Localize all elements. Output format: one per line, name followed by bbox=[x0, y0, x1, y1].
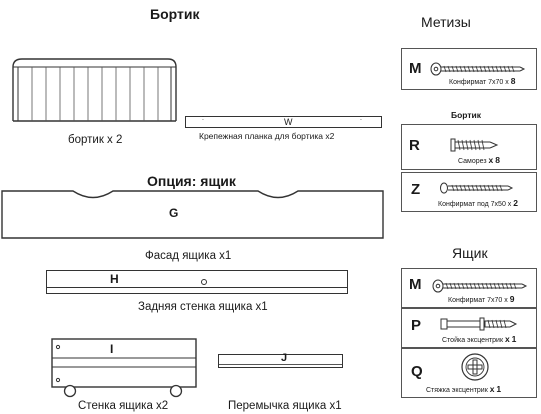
back-letter: H bbox=[110, 272, 119, 286]
hardware-name: Саморез bbox=[458, 158, 487, 165]
hardware-card-m-bortik: M Конфирмат 7х70 х 8 bbox=[401, 48, 537, 90]
side-wall-drawing bbox=[51, 338, 197, 398]
hardware-qty: 9 bbox=[509, 294, 515, 304]
hardware-card-p: P Стойка эксцентрик х 1 bbox=[401, 308, 537, 348]
hardware-qty-prefix: х bbox=[489, 384, 495, 394]
eccentric-post-icon bbox=[440, 317, 518, 331]
hardware-card-z: Z Конфирмат под 7х50 х 2 bbox=[401, 172, 537, 212]
option-heading: Опция: ящик bbox=[147, 173, 236, 189]
confirmat-screw-icon bbox=[432, 279, 528, 293]
eccentric-cam-icon bbox=[461, 353, 489, 381]
plank-caption: Крепежная планка для бортика x2 bbox=[199, 131, 335, 141]
yashchik-heading: Ящик bbox=[452, 245, 488, 261]
back-wall-h: H bbox=[46, 270, 348, 294]
hardware-name: Конфирмат 7х70 х bbox=[448, 297, 508, 304]
confirmat-screw-icon bbox=[430, 62, 526, 76]
facade-letter: G bbox=[169, 206, 179, 220]
hardware-letter: Q bbox=[411, 363, 423, 380]
hardware-qty: 1 bbox=[496, 384, 502, 394]
hardware-name: Стойка эксцентрик bbox=[442, 337, 504, 344]
screw-icon bbox=[450, 138, 499, 152]
hardware-qty: 8 bbox=[495, 155, 500, 165]
back-caption: Задняя стенка ящика x1 bbox=[138, 301, 268, 313]
hardware-card-r: R Саморез х 8 bbox=[401, 124, 537, 170]
facade-drawing bbox=[1, 190, 384, 239]
hardware-qty-prefix: х bbox=[504, 334, 510, 344]
rail-drawing bbox=[12, 58, 177, 122]
hardware-name: Конфирмат под 7х50 х bbox=[438, 201, 512, 208]
hardware-letter: Z bbox=[411, 181, 421, 198]
rail-caption: бортик х 2 bbox=[68, 134, 123, 146]
hardware-letter: P bbox=[411, 317, 422, 334]
crossbar-letter: J bbox=[281, 352, 288, 364]
hardware-card-q: Q Стяжка эксцентрик х 1 bbox=[401, 348, 537, 398]
hardware-letter: M bbox=[409, 60, 422, 77]
confirmat-short-screw-icon bbox=[440, 182, 514, 194]
hardware-qty: 1 bbox=[511, 334, 517, 344]
plank-letter: W bbox=[284, 117, 293, 127]
facade-caption: Фасад ящика x1 bbox=[145, 250, 232, 262]
crossbar-caption: Перемычка ящика x1 bbox=[228, 400, 342, 412]
hardware-letter: R bbox=[409, 137, 420, 154]
bortik-heading: Бортик bbox=[150, 6, 200, 22]
hardware-qty: 8 bbox=[510, 76, 516, 86]
hardware-name: Стяжка эксцентрик bbox=[426, 387, 488, 394]
hardware-qty: 2 bbox=[513, 198, 518, 208]
hardware-letter: M bbox=[409, 276, 422, 293]
hardware-qty-prefix: х bbox=[488, 155, 494, 165]
metizy-heading: Метизы bbox=[421, 14, 471, 30]
hardware-card-m-drawer: M Конфирмат 7х70 х 9 bbox=[401, 268, 537, 308]
plank-w: : : W bbox=[185, 115, 382, 128]
side-wall-caption: Стенка ящика x2 bbox=[78, 400, 169, 412]
crossbar-j: J bbox=[218, 352, 343, 368]
bortik-subheading: Бортик bbox=[451, 110, 482, 120]
side-wall-letter: I bbox=[110, 342, 114, 356]
hardware-name: Конфирмат 7х70 х bbox=[449, 79, 509, 86]
